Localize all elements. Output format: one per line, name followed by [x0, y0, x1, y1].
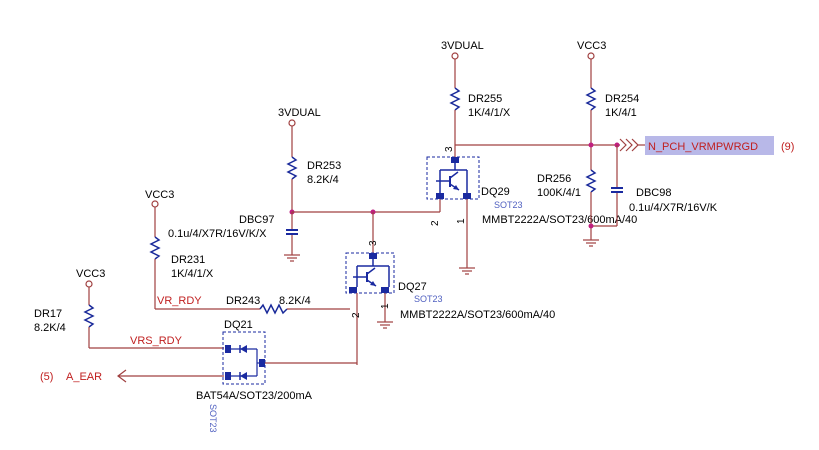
dq27-pin2: 2: [351, 312, 362, 318]
resistor-dr253: DR253 8.2K/4: [286, 156, 341, 212]
vcc3-mid-label: VCC3: [145, 189, 174, 201]
power-3vdual-top: 3VDUAL: [441, 40, 484, 88]
dq21-part: BAT54A/SOT23/200mA: [196, 390, 313, 402]
resistor-dr256: DR256 100K/4/1: [537, 169, 597, 240]
dq27-pin1: 1: [380, 303, 391, 309]
power-vcc3-left: VCC3: [76, 268, 105, 305]
diode-dq21: DQ21 BAT54A/SOT23/200mA SOT23: [196, 319, 313, 433]
dr17-name: DR17: [34, 308, 62, 320]
net-npch: N_PCH_VRMPWRGD: [648, 141, 758, 153]
dq21-package: SOT23: [208, 404, 218, 433]
dq27-name: DQ27: [398, 281, 427, 293]
resistor-dr255: DR255 1K/4/1/X: [449, 87, 511, 157]
dq27-package: SOT23: [414, 294, 443, 304]
dbc97-value: 0.1u/4/X7R/16V/K/X: [168, 228, 267, 240]
dr256-value: 100K/4/1: [537, 187, 581, 199]
dr254-name: DR254: [605, 93, 639, 105]
power-vcc3-right: VCC3: [577, 40, 606, 88]
dr256-name: DR256: [537, 173, 571, 185]
capacitor-dbc97: DBC97 0.1u/4/X7R/16V/K/X: [168, 212, 300, 262]
dr253-value: 8.2K/4: [307, 174, 339, 186]
vcc3-right-label: VCC3: [577, 40, 606, 52]
dq21-name: DQ21: [224, 319, 253, 331]
dr255-value: 1K/4/1/X: [468, 107, 511, 119]
dr243-name: DR243: [226, 295, 260, 307]
dr253-name: DR253: [307, 160, 341, 172]
capacitor-dbc98: DBC98 0.1u/4/X7R/16V/K: [611, 145, 718, 226]
dr243-value: 8.2K/4: [279, 295, 311, 307]
dq27-part: MMBT2222A/SOT23/600mA/40: [400, 309, 555, 321]
dbc98-name: DBC98: [636, 187, 671, 199]
resistor-dr254: DR254 1K/4/1: [585, 87, 639, 170]
transistor-dq29: DQ29 SOT23 MMBT2222A/SOT23/600mA/40: [426, 156, 637, 226]
dr231-name: DR231: [171, 254, 205, 266]
transistor-dq27: DQ27 SOT23 MMBT2222A/SOT23/600mA/40: [345, 252, 555, 321]
net-npch-page: (9): [781, 141, 794, 153]
net-a-ear-page: (5): [40, 371, 53, 383]
vcc3-left-label: VCC3: [76, 268, 105, 280]
dq29-package: SOT23: [494, 200, 523, 210]
dq29-part: MMBT2222A/SOT23/600mA/40: [482, 214, 637, 226]
net-a-ear: A_EAR: [66, 371, 102, 383]
dq29-pin3: 3: [444, 146, 455, 152]
power-3vdual-mid: 3VDUAL: [278, 107, 321, 157]
dbc98-value: 0.1u/4/X7R/16V/K: [629, 202, 718, 214]
3vdual-top-label: 3VDUAL: [441, 40, 484, 52]
resistor-dr17: DR17 8.2K/4: [34, 304, 95, 348]
dr17-value: 8.2K/4: [34, 322, 66, 334]
dq29-pin2: 2: [430, 220, 441, 226]
resistor-dr231: DR231 1K/4/1/X: [149, 236, 214, 309]
dq29-pin1: 1: [456, 218, 467, 224]
dbc97-name: DBC97: [239, 214, 274, 226]
net-port-npch: N_PCH_VRMPWRGD (9): [619, 136, 794, 155]
dr254-value: 1K/4/1: [605, 107, 637, 119]
3vdual-mid-label: 3VDUAL: [278, 107, 321, 119]
power-vcc3-mid: VCC3: [145, 189, 174, 237]
dr255-name: DR255: [468, 93, 502, 105]
net-vrs-rdy: VRS_RDY: [130, 335, 183, 347]
resistor-dr243: DR243 8.2K/4: [226, 295, 350, 315]
dq29-name: DQ29: [481, 186, 510, 198]
net-vr-rdy: VR_RDY: [157, 295, 202, 307]
dq27-pin3: 3: [368, 240, 379, 246]
dr231-value: 1K/4/1/X: [171, 268, 214, 280]
